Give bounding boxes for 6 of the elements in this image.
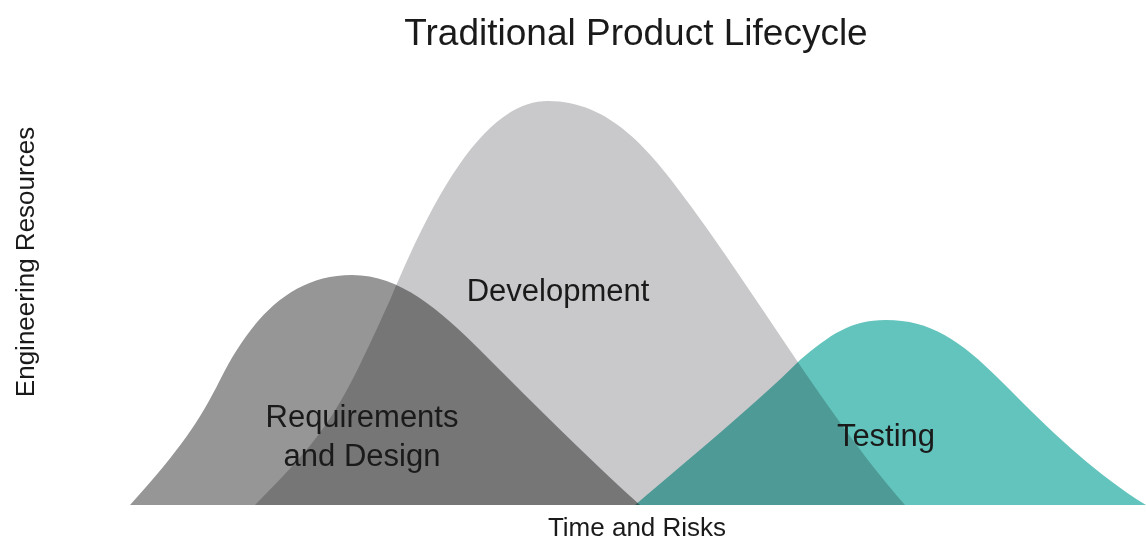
phase-label: Development [466, 271, 650, 310]
y-axis-title: Engineering Resources [9, 126, 41, 398]
diagram-title: Traditional Product Lifecycle [403, 12, 869, 54]
phase-label: Testing [836, 416, 936, 455]
phase-label: Requirements and Design [264, 398, 460, 475]
x-axis-title: Time and Risks [547, 511, 727, 542]
